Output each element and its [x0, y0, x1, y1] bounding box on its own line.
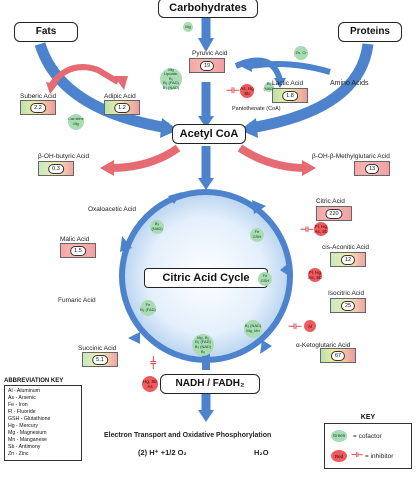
malic-acid-meter: 1.5: [60, 243, 96, 258]
cofactor-succinic-b2: Fe B₂ (FAD): [140, 300, 156, 316]
abbreviation-item: Hg - Mercury: [8, 423, 38, 429]
oxaloacetic-acid-label: Oxaloacetic Acid: [88, 206, 137, 213]
beta-oh-butyric-value: 0.3: [48, 163, 64, 174]
succinic-acid-meter: 5.1: [82, 352, 118, 367]
arrow-proteins-to-acetyl: [249, 43, 374, 134]
abbreviation-item: Sb - Antimony: [8, 444, 41, 450]
isocitric-acid-label: Isocitric Acid: [328, 290, 365, 297]
cofactor-lactic-b3: B₃ (NAD): [263, 81, 275, 92]
inhibitor-alpha-ketoglutaric: Al: [304, 320, 316, 332]
key-red-swatch: Red: [331, 450, 347, 462]
adipic-acid-value: 1.2: [114, 102, 130, 113]
citric-acid-label: Citric Acid: [316, 198, 345, 205]
inhibitor-pyruvic: As, Hg Sb: [240, 84, 254, 98]
abbreviation-item: Zn - Zinc: [8, 451, 29, 457]
abbreviation-item: Fe - Iron: [8, 402, 28, 408]
key-inhibitor-mark: ⊣⊢: [351, 452, 364, 459]
lactic-acid-label: Lactic Acid: [272, 80, 304, 87]
citric-acid-meter: 220: [316, 206, 352, 221]
suberic-acid-label: Suberic Acid: [20, 93, 57, 100]
inhibitor-cis-aconitic: Fl, Hg As, Sb: [308, 268, 322, 282]
abbreviation-item: As - Arsenic: [8, 395, 36, 401]
fumaric-acid-label: Fumaric Acid: [58, 297, 96, 304]
citric-acid-cycle-node: Citric Acid Cycle: [144, 268, 268, 288]
pyruvic-acid-label: Pyruvic Acid: [192, 50, 228, 57]
inhibitor-nadh: Hg, Sb As: [142, 376, 158, 392]
arrow-to-beta-oh-butyric: [109, 144, 181, 172]
lactic-acid-value: 1.8: [282, 90, 298, 101]
citric-acid-value: 220: [325, 208, 343, 219]
adipic-acid-meter: 1.2: [104, 100, 140, 115]
acetyl-coa-node: Acetyl CoA: [172, 124, 246, 144]
abbreviation-key: ABBREVIATION KEY Al - Aluminum As - Arse…: [4, 378, 82, 461]
legend-key: KEY Green = cofactor Red ⊣⊢ = inhibitor: [324, 414, 412, 470]
key-cofactor-label: = cofactor: [353, 433, 382, 440]
alpha-ketoglutaric-acid-value: 67: [330, 350, 346, 361]
succinic-acid-value: 5.1: [92, 354, 108, 365]
key-green-swatch: Green: [331, 430, 347, 442]
beta-oh-methylglutaric-value: 13: [364, 163, 380, 174]
key-panel: Green = cofactor Red ⊣⊢ = inhibitor: [324, 423, 412, 469]
cofactor-center-complex: Mg, B₁ B₂ (FAD) B₃ (NAD) B₅: [192, 334, 214, 356]
cis-aconitic-acid-meter: 12: [330, 252, 366, 267]
inhibitor-citric: Fl, Hg As, Sb: [314, 222, 328, 236]
beta-oh-methylglutaric-meter: 13: [354, 161, 390, 176]
carbohydrates-node: Carbohydrates: [158, 0, 258, 18]
beta-oh-methylglutaric-label: β-OH-β-Methylglutaric Acid: [312, 153, 390, 160]
beta-oh-butyric-label: β-OH-butyric Acid: [38, 153, 90, 160]
key-inhibitor-label: = inhibitor: [365, 453, 394, 460]
alpha-ketoglutaric-inhibitor-mark: ⊣⊢: [288, 322, 302, 331]
cofactor-carnitine: Carnitine Mg: [68, 114, 84, 130]
isocitric-acid-value: 25: [340, 300, 356, 311]
suberic-acid-meter: 2.2: [20, 100, 56, 115]
key-title: KEY: [360, 414, 376, 421]
abbreviation-item: Al - Aluminum: [8, 388, 40, 394]
cis-aconitic-acid-label: cis-Aconitic Acid: [322, 244, 369, 251]
pyruvic-acid-meter: 19: [189, 58, 225, 73]
cofactor-fe-gsh-1: Fe GSH: [250, 228, 264, 242]
equation-right: H₂O: [254, 448, 269, 457]
cofactor-pyruvate-complex: Mg Lipoate, B₁ B₂ (FAD) B₃ (NAD): [160, 67, 182, 90]
suberic-acid-value: 2.2: [30, 102, 46, 113]
arrow-to-methylglutaric: [237, 144, 307, 172]
nadh-fadh2-node: NADH / FADH₂: [160, 374, 260, 394]
beta-oh-butyric-meter: 0.3: [38, 161, 74, 176]
pyruvic-inhibitor-mark: ⊣⊢: [226, 86, 240, 95]
pyruvic-acid-value: 19: [199, 60, 215, 71]
abbreviation-key-list: Al - Aluminum As - Arsenic Fe - Iron Fl …: [4, 385, 82, 461]
abbreviation-item: Fl - Fluoride: [8, 409, 36, 415]
arrow-fats-to-acetyl: [34, 42, 169, 134]
proteins-node: Proteins: [338, 22, 402, 42]
alpha-ketoglutaric-acid-meter: 67: [320, 348, 356, 363]
malic-acid-value: 1.5: [70, 245, 86, 256]
cofactor-mg-mn: B₃ (NAD) Mg, Mn: [244, 320, 262, 338]
cis-aconitic-acid-value: 12: [340, 254, 356, 265]
cofactor-mg-top: Mg: [183, 22, 193, 32]
lactic-acid-meter: 1.8: [272, 88, 308, 103]
abbreviation-item: GSH - Glutathione: [8, 416, 51, 422]
fats-node: Fats: [14, 22, 78, 42]
cofactor-zn-cr: Zn, Cr: [294, 46, 308, 60]
succinic-acid-label: Succinic Acid: [78, 345, 117, 352]
citric-inhibitor-mark: ⊣⊢: [300, 225, 314, 234]
nadh-inhibitor-mark: ⊣⊢: [148, 355, 158, 370]
adipic-acid-label: Adipic Acid: [104, 93, 136, 100]
electron-transport-label: Electron Transport and Oxidative Phospho…: [104, 432, 272, 439]
pantothenate-label: Pantothenate (CoA): [232, 106, 281, 112]
abbreviation-key-title: ABBREVIATION KEY: [4, 378, 64, 384]
alpha-ketoglutaric-acid-label: α-Ketoglutaric Acid: [296, 342, 351, 349]
abbreviation-item: Mg - Magnesium: [8, 430, 47, 436]
cofactor-fe-gsh-2: Fe GSH: [258, 272, 272, 286]
abbreviation-item: Mn - Manganese: [8, 437, 47, 443]
amino-acids-label: Amino Acids: [330, 80, 369, 87]
equation-left: (2) H⁺ +1/2 O₂: [138, 448, 187, 457]
isocitric-acid-meter: 25: [330, 298, 366, 313]
malic-acid-label: Malic Acid: [60, 236, 90, 243]
cofactor-malic-b3: B₃ (NAD): [150, 220, 164, 234]
